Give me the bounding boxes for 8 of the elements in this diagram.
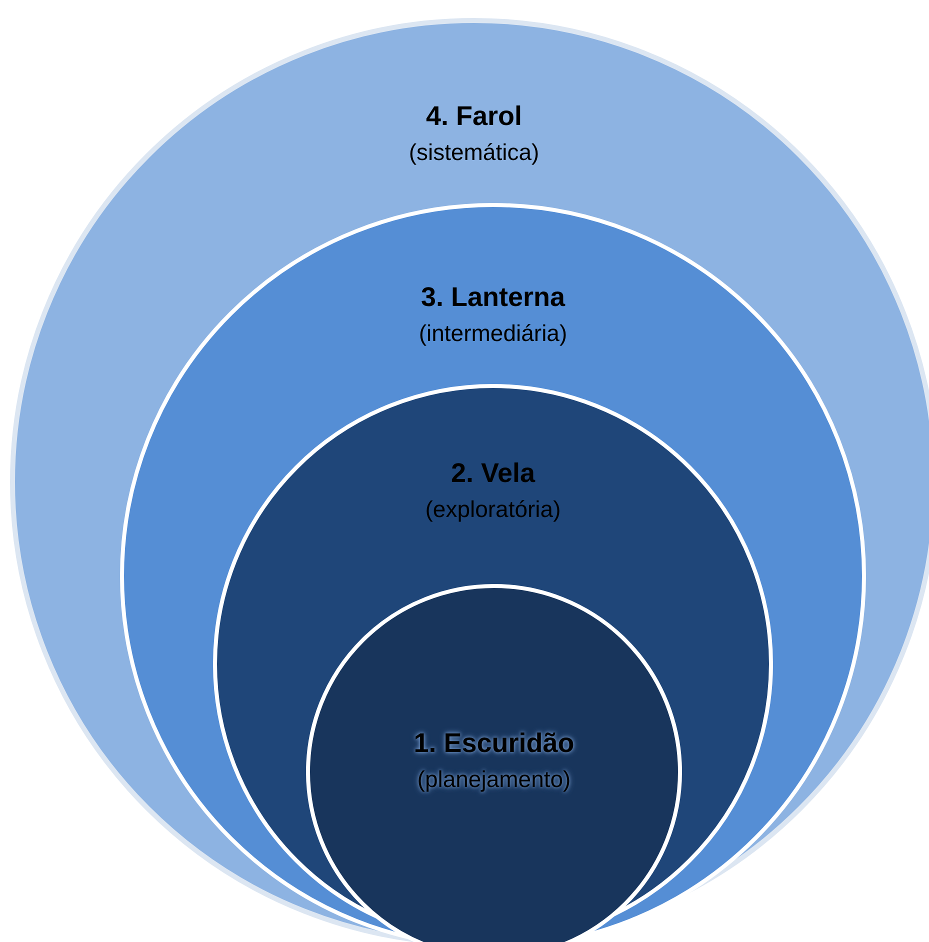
- ring-subtitle: (planejamento): [417, 765, 571, 794]
- ring-title: 3. Lanterna: [420, 281, 566, 314]
- ring-subtitle: (exploratória): [425, 495, 561, 524]
- ring-subtitle: (intermediária): [418, 319, 568, 348]
- ring-title: 2. Vela: [450, 457, 536, 490]
- ring-title: 1. Escuridão: [414, 727, 574, 760]
- ring-subtitle: (sistemática): [408, 138, 540, 167]
- ring-title: 4. Farol: [426, 100, 522, 133]
